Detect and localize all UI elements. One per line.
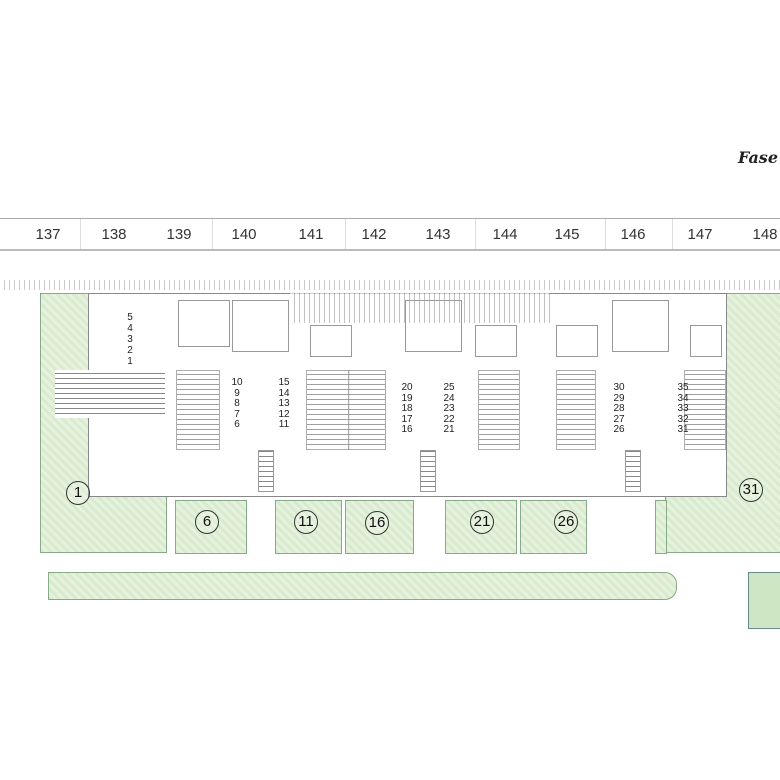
- unit-number: 5: [127, 312, 133, 323]
- unit-number: 33: [677, 403, 689, 414]
- unit-number: 3: [127, 334, 133, 345]
- plot-number: 140: [231, 226, 257, 243]
- unit-number: 8: [234, 398, 240, 409]
- terrace-deck: [684, 370, 726, 450]
- room: [310, 325, 352, 357]
- unit-number: 31: [677, 424, 689, 435]
- unit-number: 11: [278, 419, 290, 430]
- garden-number-label: 11: [294, 510, 318, 534]
- garden-number-label: 16: [365, 511, 389, 535]
- plot-number: 138: [101, 226, 127, 243]
- terrace-deck: [478, 370, 520, 450]
- unit-number: 12: [278, 408, 290, 420]
- plot-number: 148: [752, 226, 778, 243]
- unit-number: 4: [127, 323, 133, 334]
- room: [405, 300, 462, 352]
- unit-number: 29: [613, 392, 625, 404]
- ruler-divider: [672, 219, 673, 249]
- room: [475, 325, 517, 357]
- plot-number: 142: [361, 226, 387, 243]
- terrace-deck: [176, 370, 220, 450]
- private-garden: [520, 500, 587, 554]
- unit-number: 16: [401, 424, 413, 435]
- unit-number: 9: [234, 387, 240, 399]
- plot-number: 141: [298, 226, 324, 243]
- terrace-deck: [556, 370, 596, 450]
- unit-number: 1: [127, 356, 133, 367]
- ramp-hatch: [290, 293, 550, 323]
- room: [178, 300, 230, 347]
- plot-number-ruler: 137 138 139 140 141 142 143 144 145 146 147 148: [0, 218, 780, 251]
- unit-number: 20: [401, 382, 413, 393]
- garden-number-label: 1: [66, 481, 90, 505]
- garden-number-label: 6: [195, 510, 219, 534]
- unit-number: 6: [234, 419, 240, 430]
- terrace-deck: [348, 370, 386, 450]
- ruler-divider: [80, 219, 81, 249]
- top-path-hatch: [0, 280, 780, 290]
- key-map-thumbnail: [748, 572, 780, 629]
- terrace-deck: [306, 370, 350, 450]
- private-garden: [655, 500, 667, 554]
- ruler-divider: [345, 219, 346, 249]
- lawn-strip: [48, 572, 677, 600]
- unit-number: 32: [677, 413, 689, 425]
- stairs: [258, 450, 274, 492]
- room: [556, 325, 598, 357]
- unit-number: 30: [613, 382, 625, 393]
- phase-title: Fase: [737, 148, 778, 167]
- room: [690, 325, 722, 357]
- plot-number: 147: [687, 226, 713, 243]
- ruler-divider: [475, 219, 476, 249]
- unit-number: 18: [401, 403, 413, 414]
- stairs: [625, 450, 641, 492]
- plot-number: 144: [492, 226, 518, 243]
- unit-number: 10: [231, 377, 243, 388]
- unit-number: 15: [278, 377, 290, 388]
- unit-number: 27: [613, 413, 625, 425]
- unit-number: 25: [443, 382, 455, 393]
- ruler-divider: [212, 219, 213, 249]
- unit-number: 23: [443, 403, 455, 414]
- unit-number: 17: [401, 413, 413, 425]
- unit-number: 22: [443, 413, 455, 425]
- garden-number-label: 21: [470, 510, 494, 534]
- garden-number-label: 26: [554, 510, 578, 534]
- unit-number: 14: [278, 387, 290, 399]
- room: [232, 300, 289, 352]
- unit-number: 13: [278, 398, 290, 409]
- unit-number: 26: [613, 424, 625, 435]
- unit-number: 24: [443, 392, 455, 404]
- unit-number: 19: [401, 392, 413, 404]
- unit-number: 7: [234, 408, 240, 420]
- plot-number: 146: [620, 226, 646, 243]
- stairs: [420, 450, 436, 492]
- pergola-left: [55, 370, 165, 418]
- unit-number: 35: [677, 382, 689, 393]
- plot-number: 139: [166, 226, 192, 243]
- ruler-divider: [605, 219, 606, 249]
- unit-number: 28: [613, 403, 625, 414]
- plot-number: 137: [35, 226, 61, 243]
- unit-number: 2: [127, 345, 133, 356]
- unit-number: 21: [443, 424, 455, 435]
- garden-number-label: 31: [739, 478, 763, 502]
- plot-number: 145: [554, 226, 580, 243]
- unit-number: 34: [677, 392, 689, 404]
- plot-number: 143: [425, 226, 451, 243]
- room: [612, 300, 669, 352]
